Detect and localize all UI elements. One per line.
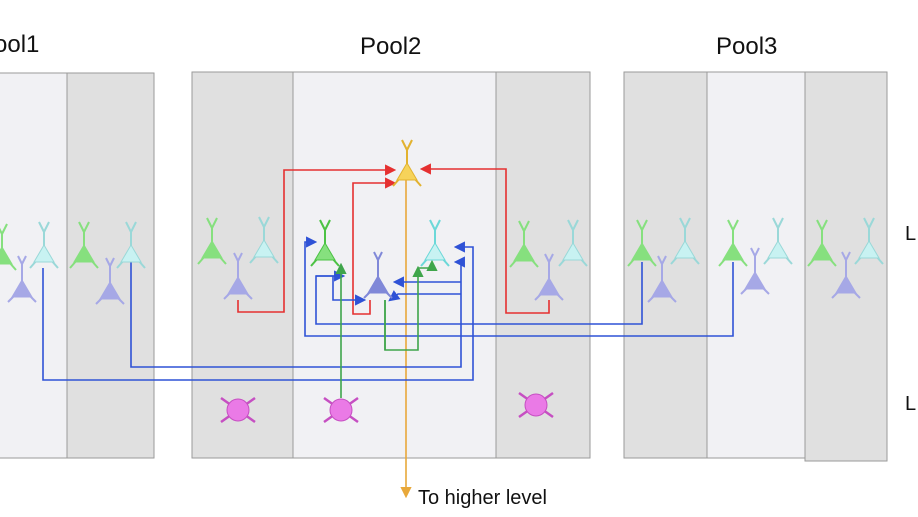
green-wire-c bbox=[418, 259, 438, 271]
pool3-column-left bbox=[623, 71, 708, 459]
pool2-column-left bbox=[191, 71, 294, 459]
layer-label-upper: L bbox=[905, 223, 916, 245]
pool3-columns bbox=[623, 71, 888, 462]
blue-wire-pool3-b bbox=[304, 236, 734, 337]
red-wire-right bbox=[419, 163, 550, 314]
wires bbox=[42, 163, 734, 499]
pool2-column-center bbox=[292, 71, 497, 459]
red-wire-center bbox=[352, 177, 397, 315]
pool3-label: Pool3 bbox=[716, 33, 777, 60]
blue-wire-pool1-b bbox=[130, 256, 465, 368]
red-wire-left bbox=[237, 164, 397, 313]
pool1-label: ool1 bbox=[0, 31, 39, 58]
output-label: To higher level bbox=[418, 487, 547, 509]
blue-wire-center-a bbox=[316, 275, 367, 306]
pool2-label: Pool2 bbox=[360, 33, 421, 60]
blue-wire-center-c bbox=[388, 290, 461, 302]
blue-wire-pool1-a bbox=[42, 241, 474, 381]
layer-label-lower: L bbox=[905, 393, 916, 415]
